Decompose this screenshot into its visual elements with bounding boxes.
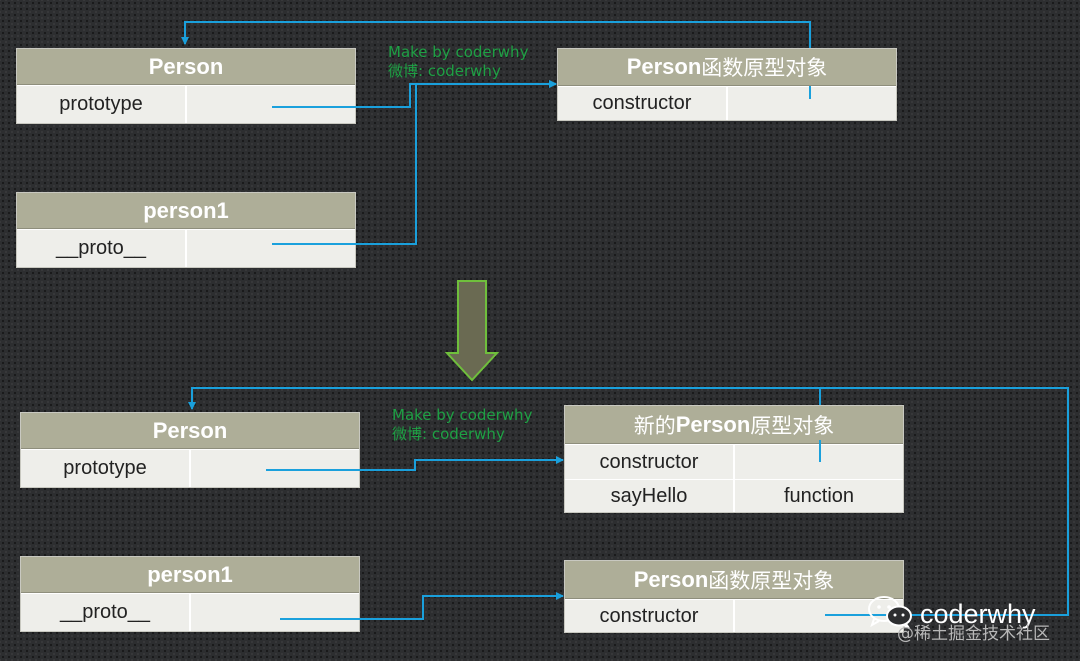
bottom-watermark-line1: Make by coderwhy (392, 406, 533, 424)
bottom-person-title: Person (21, 413, 359, 449)
bottom-new-proto-value-1: function (783, 484, 855, 507)
bottom-person1-box: person1 __proto__ (20, 556, 360, 632)
top-person1-title: person1 (17, 193, 355, 229)
bottom-old-proto-title-en: Person (633, 566, 709, 592)
top-proto-key: constructor (558, 87, 728, 120)
bottom-person1-key: __proto__ (21, 594, 191, 631)
bottom-new-proto-title-cn: 原型对象 (750, 413, 835, 438)
bottom-watermark: Make by coderwhy 微博: coderwhy (392, 406, 532, 444)
transition-down-arrow (444, 280, 500, 382)
bottom-new-proto-value-0 (735, 445, 903, 479)
top-person-title: Person (17, 49, 355, 85)
bottom-person1-row: __proto__ (21, 593, 359, 631)
bottom-new-proto-row-sayhello: sayHello function (565, 479, 903, 512)
brand-name: coderwhy (920, 599, 1036, 629)
bottom-person-key: prototype (21, 450, 191, 487)
bottom-old-constructor-to-person-line (188, 387, 1069, 616)
top-watermark-line2: 微博: coderwhy (388, 62, 501, 80)
brand-badge: coderwhy (866, 594, 1036, 635)
bottom-new-proto-key-1: sayHello (565, 480, 735, 512)
bottom-new-proto-title-pre: 新的 (633, 413, 676, 438)
bottom-new-proto-title-en: Person (675, 411, 751, 437)
top-proto-row: constructor (558, 86, 896, 120)
top-person-value (187, 86, 355, 123)
bottom-person1-value (191, 594, 359, 631)
top-proto-title-cn: 函数原型对象 (701, 56, 828, 80)
top-watermark: Make by coderwhy 微博: coderwhy (388, 43, 528, 81)
top-person-row: prototype (17, 85, 355, 123)
bottom-person-value (191, 450, 359, 487)
bottom-person-row: prototype (21, 449, 359, 487)
top-proto-title-en: Person (626, 54, 702, 79)
bottom-new-proto-key-0: constructor (565, 445, 735, 479)
top-proto-value (728, 87, 896, 120)
top-watermark-line1: Make by coderwhy (388, 43, 529, 61)
top-person1-value (187, 230, 355, 267)
bottom-old-proto-title-cn: 函数原型对象 (708, 568, 835, 593)
wechat-icon (866, 594, 914, 635)
bottom-new-proto-row-constructor: constructor (565, 444, 903, 479)
top-person-key: prototype (17, 86, 187, 123)
bottom-old-proto-row: constructor (565, 599, 903, 632)
bottom-person1-title: person1 (21, 557, 359, 593)
top-person1-key: __proto__ (17, 230, 187, 267)
bottom-person-box: Person prototype (20, 412, 360, 488)
top-person-box: Person prototype (16, 48, 356, 124)
top-person1-box: person1 __proto__ (16, 192, 356, 268)
bottom-watermark-line2: 微博: coderwhy (392, 425, 505, 443)
top-person1-row: __proto__ (17, 229, 355, 267)
site-watermark: @稀土掘金技术社区 (897, 624, 1050, 644)
bottom-old-proto-key: constructor (565, 600, 735, 632)
